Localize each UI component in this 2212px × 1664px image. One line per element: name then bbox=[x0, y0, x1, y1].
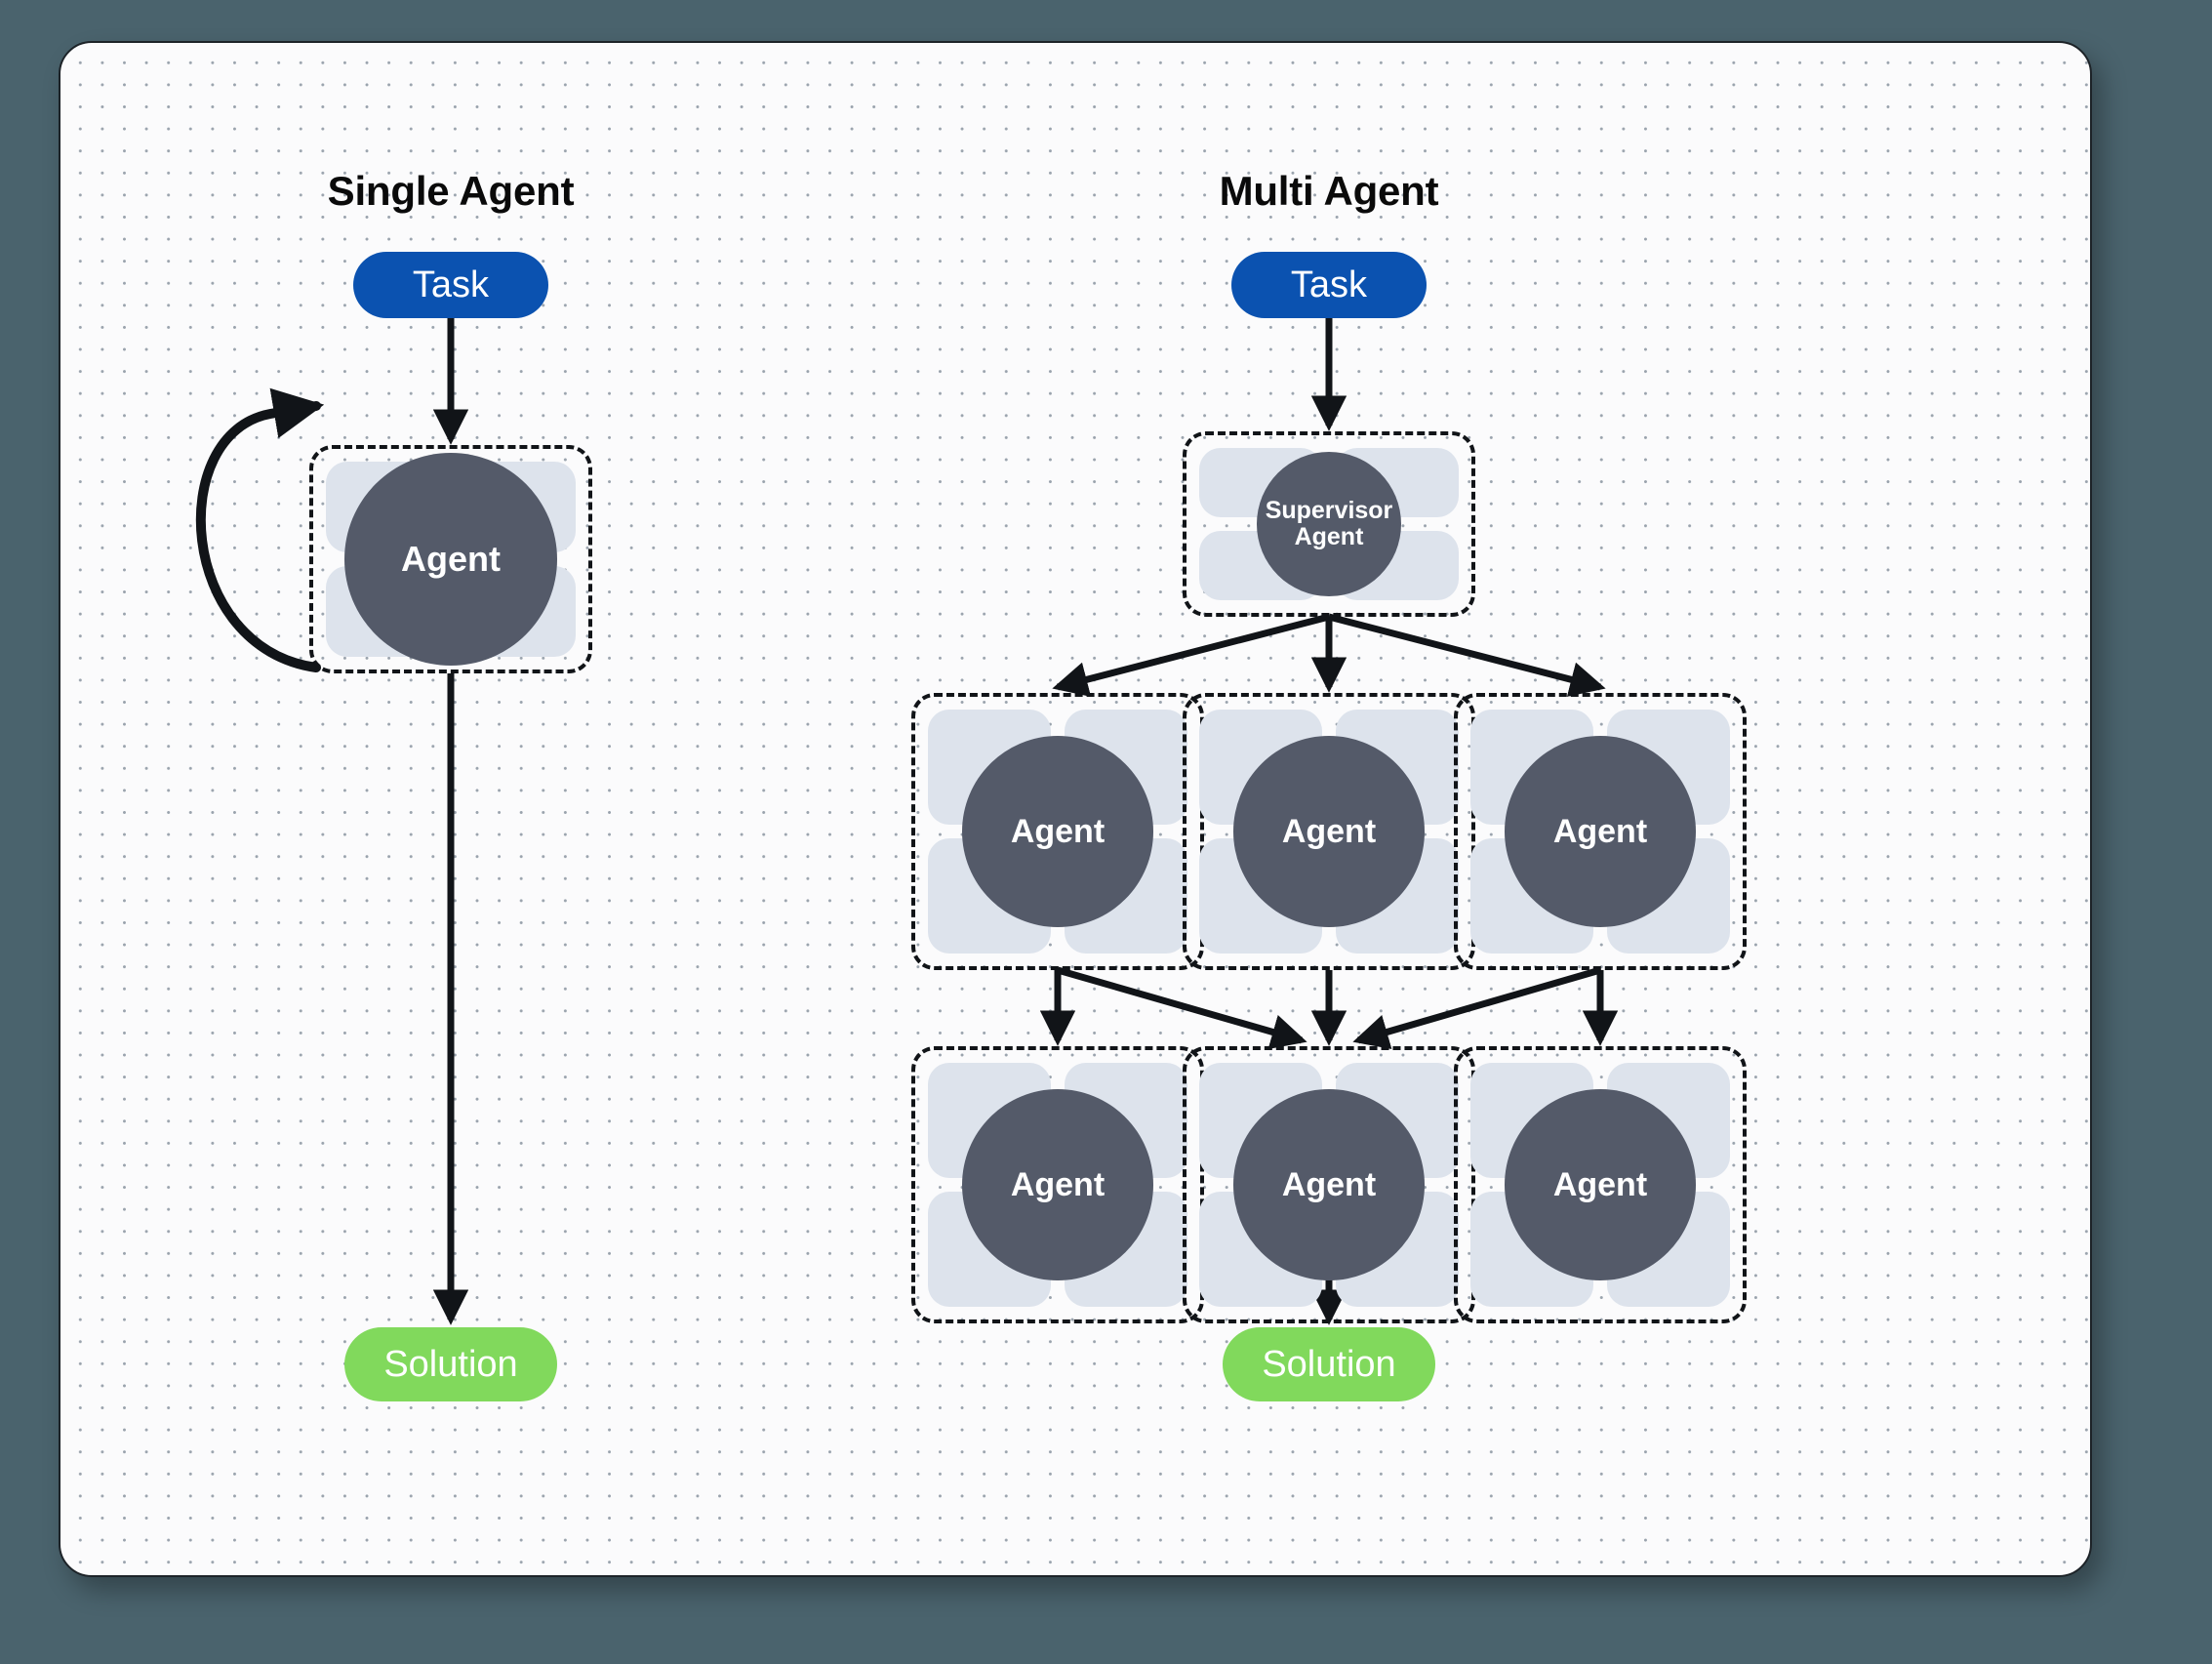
agent-circle[interactable]: Agent bbox=[1233, 736, 1425, 927]
single-task-label: Task bbox=[412, 264, 490, 305]
multi-agent-row2-left[interactable]: Agent bbox=[911, 1046, 1204, 1323]
diagram-canvas: Single Agent Task Agent Solution Multi A… bbox=[59, 41, 2092, 1577]
multi-task-node[interactable]: Task bbox=[1231, 252, 1427, 318]
agent-label: Agent bbox=[1281, 1165, 1377, 1203]
single-solution-node[interactable]: Solution bbox=[344, 1327, 557, 1401]
single-agent-label: Agent bbox=[401, 538, 501, 579]
multi-solution-label: Solution bbox=[1262, 1343, 1396, 1385]
multi-task-label: Task bbox=[1290, 264, 1368, 305]
agent-circle[interactable]: Agent bbox=[1505, 736, 1696, 927]
edge-supervisor-to-agent-left bbox=[1052, 613, 1330, 697]
multi-agent-row1-center[interactable]: Agent bbox=[1183, 693, 1475, 970]
single-agent-circle[interactable]: Agent bbox=[344, 453, 557, 666]
section-title-single-agent: Single Agent bbox=[327, 168, 575, 214]
section-title-multi-agent: Multi Agent bbox=[1219, 168, 1439, 214]
agent-label: Agent bbox=[1010, 812, 1106, 850]
agent-label: Agent bbox=[1552, 1165, 1648, 1203]
multi-agent-row1-right[interactable]: Agent bbox=[1454, 693, 1747, 970]
agent-label: Agent bbox=[1010, 1165, 1106, 1203]
multi-agent-row2-right[interactable]: Agent bbox=[1454, 1046, 1747, 1323]
multi-solution-node[interactable]: Solution bbox=[1223, 1327, 1435, 1401]
edge-supervisor-to-agent-right bbox=[1328, 613, 1606, 697]
single-solution-label: Solution bbox=[383, 1343, 518, 1385]
edge-agent-self-loop bbox=[195, 387, 325, 672]
multi-agent-row1-left[interactable]: Agent bbox=[911, 693, 1204, 970]
single-agent-group[interactable]: Agent bbox=[309, 445, 592, 673]
edge-row1-left-to-center bbox=[1057, 966, 1307, 1050]
edge-row1-right-to-center bbox=[1352, 966, 1601, 1049]
agent-circle[interactable]: Agent bbox=[962, 736, 1153, 927]
agent-label: Agent bbox=[1281, 812, 1377, 850]
single-task-node[interactable]: Task bbox=[353, 252, 548, 318]
multi-agent-row2-center[interactable]: Agent bbox=[1183, 1046, 1475, 1323]
agent-circle[interactable]: Agent bbox=[962, 1089, 1153, 1280]
agent-circle[interactable]: Agent bbox=[1505, 1089, 1696, 1280]
agent-label: Agent bbox=[1552, 812, 1648, 850]
agent-circle[interactable]: Agent bbox=[1233, 1089, 1425, 1280]
